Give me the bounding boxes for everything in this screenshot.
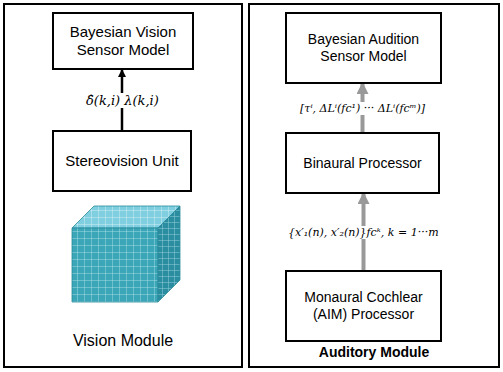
cube-front xyxy=(72,228,158,302)
module-title: Vision Module xyxy=(5,332,241,350)
box-label: Bayesian Audition Sensor Model xyxy=(293,31,434,65)
box-label: Bayesian Vision Sensor Model xyxy=(60,23,186,59)
process-box: Bayesian Vision Sensor Model xyxy=(52,12,194,70)
module-panel: Vision Module Bayesian Vision Sensor Mode… xyxy=(3,3,243,368)
box-label: Binaural Processor xyxy=(303,155,421,172)
process-box: Bayesian Audition Sensor Model xyxy=(285,12,442,84)
box-label: Monaural Cochlear (AIM) Processor xyxy=(293,289,434,323)
cube-side xyxy=(158,206,180,302)
process-box: Binaural Processor xyxy=(285,132,440,194)
signal-label: {x′₁(n), x′₂(n)}fcᵏ, k = 1···m xyxy=(286,226,441,239)
process-box: Stereovision Unit xyxy=(52,130,192,192)
box-label: Stereovision Unit xyxy=(65,152,178,170)
module-panel: Auditory Module Bayesian Audition Sensor … xyxy=(248,3,500,368)
signal-label: δ̂(k,i) λ(k,i) xyxy=(84,93,161,108)
signal-label: [τⁱ, ΔLⁱ(fc¹) ··· ΔLⁱ(fcᵐ)] xyxy=(298,102,427,115)
process-box: Monaural Cochlear (AIM) Processor xyxy=(285,270,442,342)
module-title: Auditory Module xyxy=(250,344,498,360)
